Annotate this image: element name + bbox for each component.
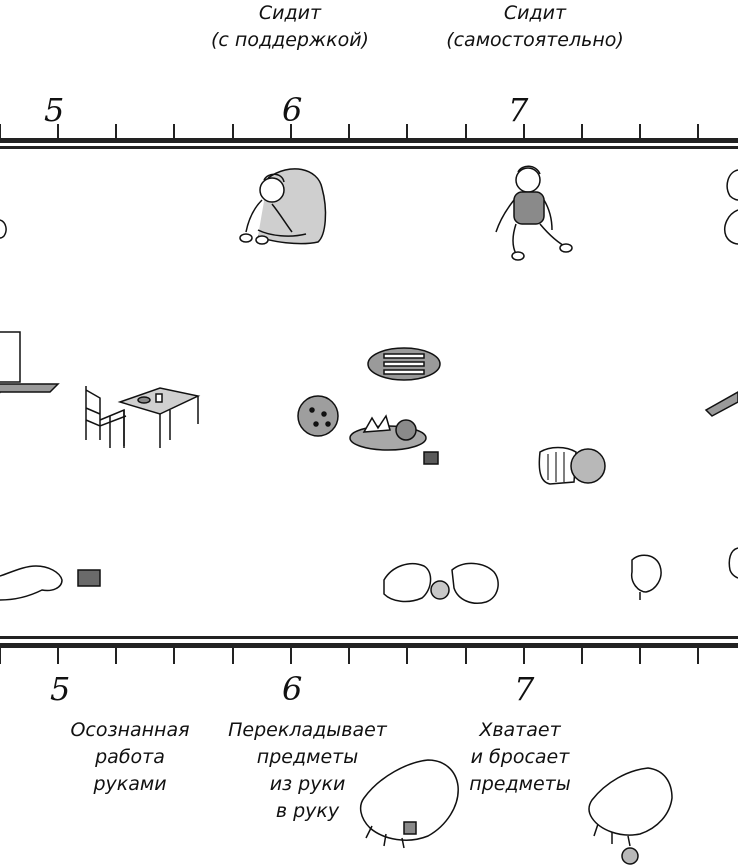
caption-line: работа [95,746,165,768]
hand-partial-right-illustration [728,547,738,579]
caption-line: (самостоятельно) [446,29,624,51]
baby-partial-right-illustration [724,169,738,245]
jar-and-ball-illustration [538,446,606,485]
grasping-hand-illustration [630,554,662,600]
toy-basket-illustration [349,414,439,465]
top-timeline-rail [0,124,738,149]
caption-line: (с поддержкой) [211,29,369,51]
bottom-rail-ticks [0,646,699,664]
caption-transfers-objects: Перекладывает предметы из руки в руку [220,717,395,825]
caption-grabs-and-throws: Хватает и бросает предметы [445,717,595,798]
caption-line: из руки [269,773,346,795]
caption-sits-supported: Сидит (с поддержкой) [205,0,375,54]
round-toy-illustration [297,395,339,437]
partial-left-figure-illustration [0,219,7,239]
caption-line: Хватает [479,719,561,741]
caption-line: и бросает [470,746,570,768]
scale-top-5: 5 [44,91,65,129]
scale-bottom-7: 7 [514,670,535,708]
mirror-with-rail-illustration [0,331,60,394]
hand-releasing-ball-illustration [359,759,459,849]
caption-line: предметы [469,773,571,795]
hand-with-block-illustration [0,565,101,601]
child-chair-and-table-illustration [85,386,201,448]
scale-bottom-5: 5 [50,670,71,708]
scale-top-7: 7 [508,91,529,129]
baby-sitting-supported-illustration [239,168,327,245]
caption-line: руками [93,773,167,795]
ramp-partial-illustration [704,391,738,417]
oval-tray-illustration [367,347,441,381]
caption-line: в руку [275,800,340,822]
caption-line: Сидит [258,2,322,24]
baby-sitting-independently-illustration [495,165,573,261]
caption-purposeful-hand-work: Осознанная работа руками [55,717,205,798]
caption-line: Перекладывает [228,719,387,741]
scale-bottom-6: 6 [282,670,303,708]
scale-top-6: 6 [282,91,303,129]
hand-dropping-ball-illustration [588,767,673,865]
bottom-timeline-rail [0,636,738,664]
hands-passing-ball-illustration [383,562,499,604]
caption-sits-independently: Сидит (самостоятельно) [430,0,640,54]
caption-line: предметы [256,746,359,768]
top-rail-ticks [0,124,699,140]
caption-line: Осознанная [70,719,190,741]
caption-line: Сидит [503,2,567,24]
